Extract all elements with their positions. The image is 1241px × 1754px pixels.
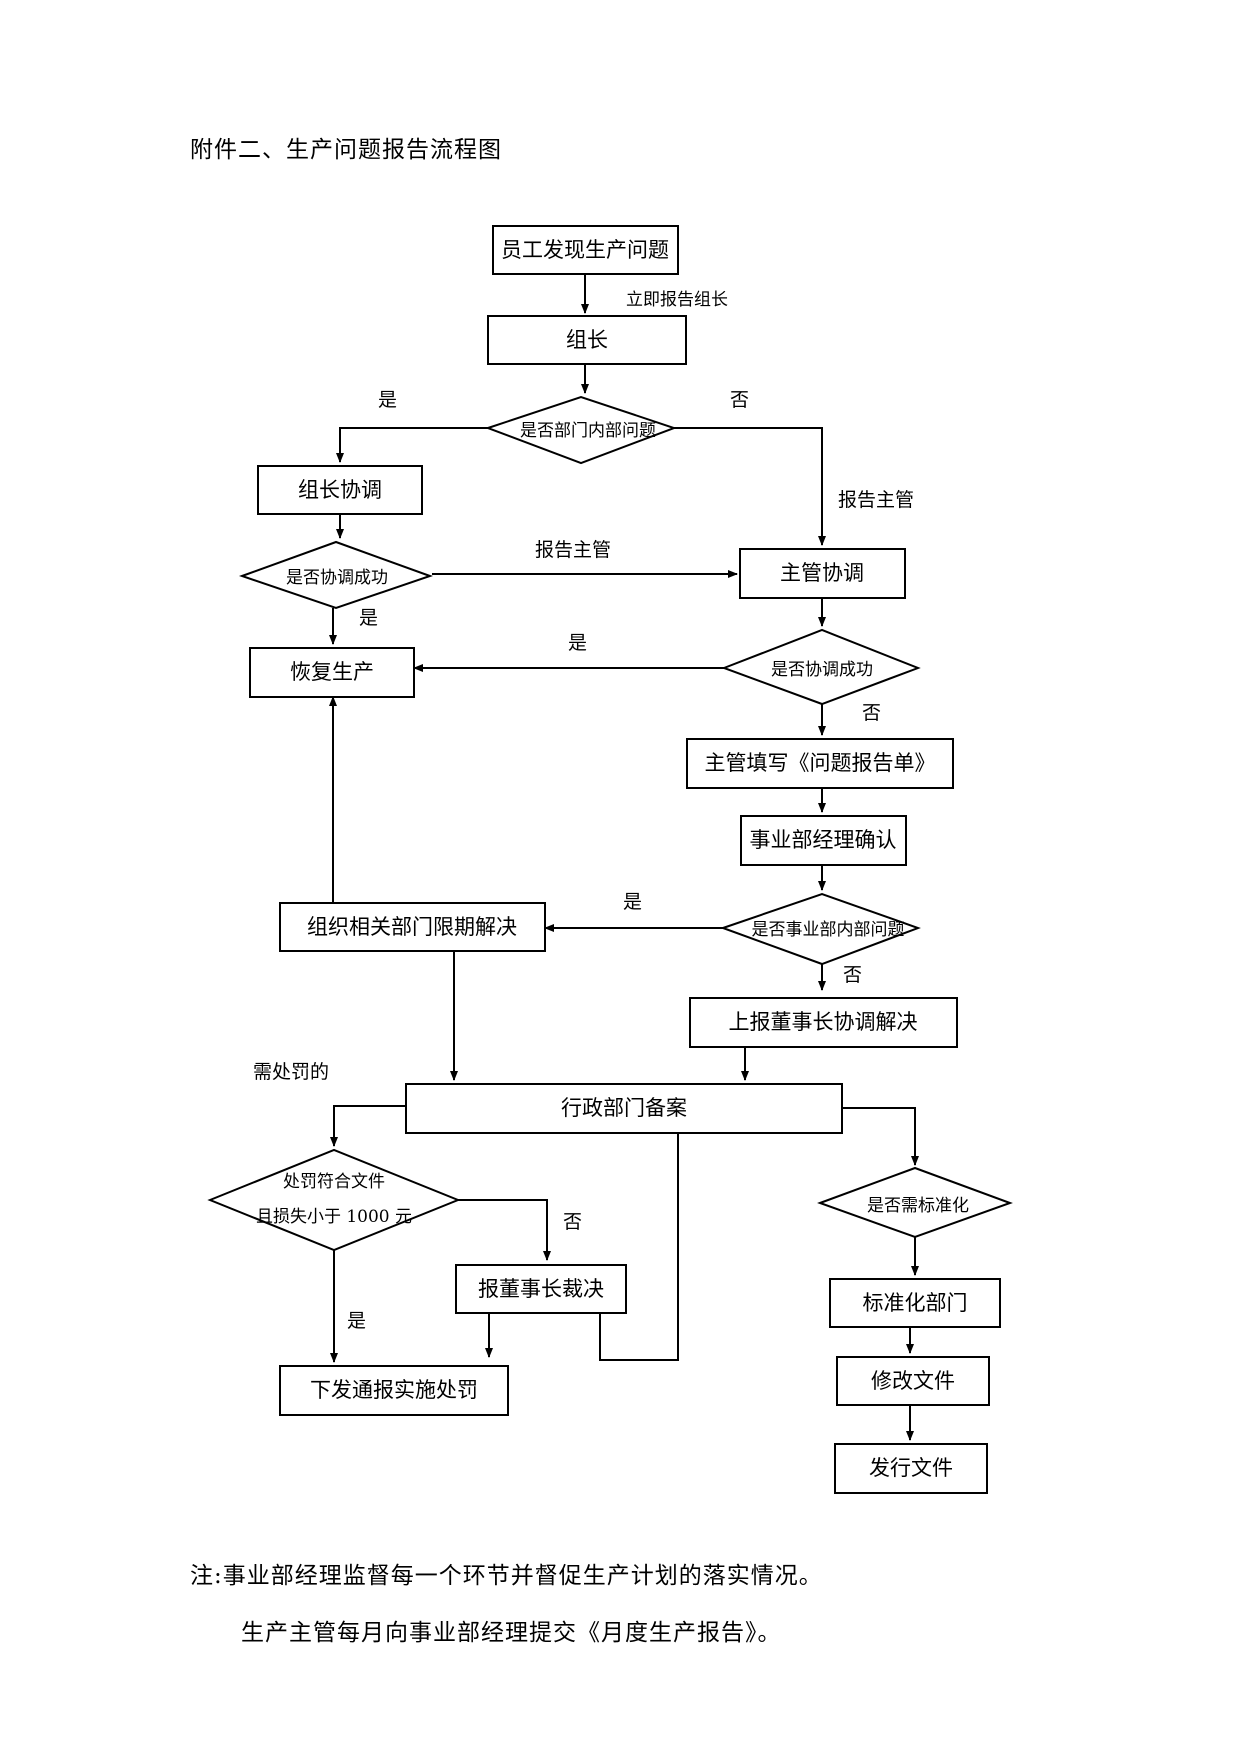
decision-need-standardize xyxy=(817,1166,1013,1239)
node-fill-report-label: 主管填写《问题报告单》 xyxy=(705,751,936,775)
decision-internal-dept-label: 是否部门内部问题 xyxy=(520,421,656,441)
edge-d5-no xyxy=(458,1199,551,1261)
node-chairman-ruling-label: 报董事长裁决 xyxy=(478,1277,604,1301)
node-chairman-ruling xyxy=(455,1264,627,1314)
node-resume-production xyxy=(249,647,415,698)
edge-label-d5-no: 否 xyxy=(563,1211,582,1233)
edge-label-d2-yes: 是 xyxy=(359,607,378,629)
edge-label-report-supervisor-2: 报告主管 xyxy=(535,539,611,561)
node-supervisor-coordinate-label: 主管协调 xyxy=(780,561,864,585)
edge-label-d4-yes: 是 xyxy=(623,891,642,913)
node-team-leader xyxy=(487,315,687,365)
node-modify-docs-label: 修改文件 xyxy=(871,1369,955,1393)
decision-leader-success-label: 是否协调成功 xyxy=(286,568,388,588)
node-dept-resolve xyxy=(279,902,546,952)
node-manager-confirm xyxy=(740,815,907,866)
node-leader-coordinate xyxy=(257,465,423,515)
node-modify-docs xyxy=(836,1356,990,1406)
page-title: 附件二、生产问题报告流程图 xyxy=(190,137,502,163)
decision-division-internal-label: 是否事业部内部问题 xyxy=(752,920,905,940)
edge-label-d3-no: 否 xyxy=(862,702,881,724)
node-report-chairman xyxy=(689,997,958,1048)
node-resume-production-label: 恢复生产 xyxy=(290,660,374,684)
node-release-docs xyxy=(834,1443,988,1494)
node-standardization-dept-label: 标准化部门 xyxy=(863,1291,968,1315)
edge-label-d5-yes: 是 xyxy=(347,1310,366,1332)
edge-d1-no xyxy=(674,427,826,546)
decision-leader-success xyxy=(238,540,434,610)
node-discover-problem xyxy=(492,225,679,275)
decision-penalty-check xyxy=(207,1148,461,1252)
edge-n10-n11 xyxy=(599,1130,679,1361)
node-leader-coordinate-label: 组长协调 xyxy=(298,478,382,502)
decision-penalty-check-label-2: 且损失小于 1000 元 xyxy=(256,1207,412,1227)
edge-label-report-leader: 立即报告组长 xyxy=(626,290,728,310)
edge-label-d1-yes: 是 xyxy=(378,389,397,411)
decision-division-internal xyxy=(719,892,921,966)
decision-supervisor-success xyxy=(721,628,921,706)
edge-label-report-supervisor-1: 报告主管 xyxy=(838,489,914,511)
decision-penalty-check-label-1: 处罚符合文件 xyxy=(283,1172,385,1192)
edge-label-need-penalty: 需处罚的 xyxy=(253,1061,329,1083)
decision-need-standardize-label: 是否需标准化 xyxy=(867,1196,969,1216)
edge-label-d4-no: 否 xyxy=(843,964,862,986)
node-report-chairman-label: 上报董事长协调解决 xyxy=(729,1010,918,1034)
node-admin-record-label: 行政部门备案 xyxy=(561,1096,687,1120)
node-issue-penalty-label: 下发通报实施处罚 xyxy=(310,1378,478,1402)
note-line-1: 注:事业部经理监督每一个环节并督促生产计划的落实情况。 xyxy=(190,1563,823,1589)
edge-n10-d5 xyxy=(330,1105,406,1147)
node-issue-penalty xyxy=(279,1365,509,1416)
edge-n10-d6 xyxy=(842,1107,919,1166)
node-dept-resolve-label: 组织相关部门限期解决 xyxy=(307,915,517,939)
node-fill-report xyxy=(686,738,954,789)
decision-internal-dept xyxy=(485,395,677,465)
node-discover-problem-label: 员工发现生产问题 xyxy=(501,238,669,262)
note-line-2: 生产主管每月向事业部经理提交《月度生产报告》。 xyxy=(241,1620,782,1646)
node-standardization-dept xyxy=(829,1278,1001,1328)
node-team-leader-label: 组长 xyxy=(566,328,608,352)
edge-label-d3-yes: 是 xyxy=(568,632,587,654)
edge-d1-yes xyxy=(336,427,488,463)
edge-label-d1-no: 否 xyxy=(730,389,749,411)
node-admin-record xyxy=(405,1083,843,1134)
decision-supervisor-success-label: 是否协调成功 xyxy=(771,660,873,680)
node-release-docs-label: 发行文件 xyxy=(869,1456,953,1480)
node-manager-confirm-label: 事业部经理确认 xyxy=(750,828,897,852)
node-supervisor-coordinate xyxy=(739,548,906,599)
